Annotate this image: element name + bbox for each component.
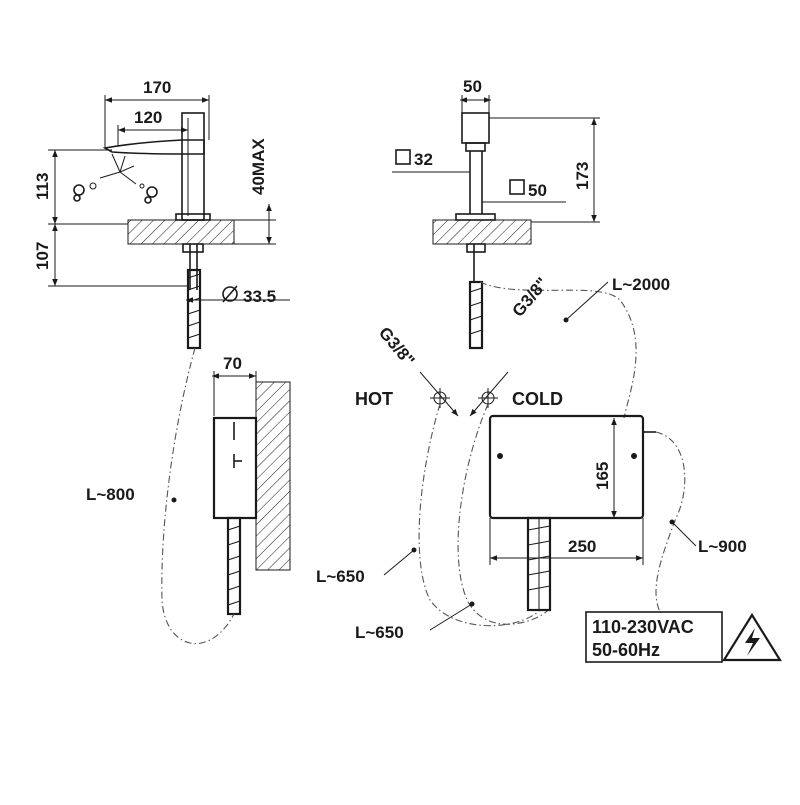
wall-section bbox=[255, 381, 291, 571]
dimension-33-5: 33.5 bbox=[243, 287, 276, 306]
thread-label-cold: G3/8" bbox=[509, 274, 552, 321]
dimension-50-top: 50 bbox=[463, 77, 482, 96]
sensor-symbol-icon bbox=[73, 153, 158, 204]
cable-l-800 bbox=[161, 347, 235, 645]
countertop-section bbox=[127, 219, 235, 245]
cable-label-l-650-lower: L~650 bbox=[355, 623, 404, 642]
dimension-square-50: 50 bbox=[528, 181, 547, 200]
control-box-front-view: 165 250 L~900 bbox=[488, 414, 747, 613]
square-symbol-icon bbox=[395, 149, 411, 165]
dimension-170: 170 bbox=[143, 78, 171, 97]
faucet-head-front bbox=[461, 112, 490, 144]
cable-label-l-2000: L~2000 bbox=[612, 275, 670, 294]
water-connections: G3/8" HOT G3/8" COLD L~650 L~650 bbox=[316, 274, 563, 642]
cable-label-l-800: L~800 bbox=[86, 485, 135, 504]
dimension-113: 113 bbox=[33, 173, 52, 200]
control-box-front bbox=[488, 414, 645, 520]
dimension-square-32: 32 bbox=[414, 150, 433, 169]
cable-label-l-650-upper: L~650 bbox=[316, 567, 365, 586]
base-flange bbox=[175, 213, 211, 221]
faucet-body bbox=[181, 112, 205, 221]
power-rating-plate: 110-230VAC 50-60Hz bbox=[585, 611, 782, 663]
cable-l-900 bbox=[655, 431, 686, 613]
front-view-faucet: 50 32 50 173 L~2000 bbox=[392, 77, 670, 419]
cable-l-650-upper bbox=[418, 403, 541, 627]
fixing-nut bbox=[182, 243, 204, 253]
control-box-side bbox=[212, 416, 258, 520]
faucet-spout bbox=[102, 139, 205, 155]
dimension-107: 107 bbox=[33, 242, 52, 270]
cold-label: COLD bbox=[512, 389, 563, 409]
square-symbol-icon-2 bbox=[509, 179, 525, 195]
dimension-250: 250 bbox=[568, 537, 596, 556]
power-frequency: 50-60Hz bbox=[592, 640, 660, 660]
diameter-symbol-icon bbox=[222, 285, 238, 303]
hot-label: HOT bbox=[355, 389, 393, 409]
dimension-165: 165 bbox=[593, 462, 612, 490]
dimension-40max: 40MAX bbox=[249, 138, 268, 195]
power-rating-box bbox=[585, 611, 723, 663]
cable-l-650-lower bbox=[457, 403, 549, 625]
high-voltage-warning-icon bbox=[722, 612, 782, 662]
power-voltage: 110-230VAC bbox=[592, 617, 694, 637]
dimension-173: 173 bbox=[573, 162, 592, 190]
side-view-faucet: 170 120 113 107 40MAX 33.5 bbox=[33, 78, 290, 350]
countertop-front-section bbox=[432, 219, 532, 245]
dimension-120: 120 bbox=[134, 108, 162, 127]
braided-hose bbox=[186, 268, 202, 350]
thread-label-hot: G3/8" bbox=[375, 323, 418, 370]
box-hose bbox=[226, 516, 242, 616]
cable-label-l-900: L~900 bbox=[698, 537, 747, 556]
cable-l-2000 bbox=[479, 281, 637, 419]
control-box-side-view: 70 L~800 bbox=[86, 347, 291, 645]
dimension-70: 70 bbox=[223, 354, 242, 373]
